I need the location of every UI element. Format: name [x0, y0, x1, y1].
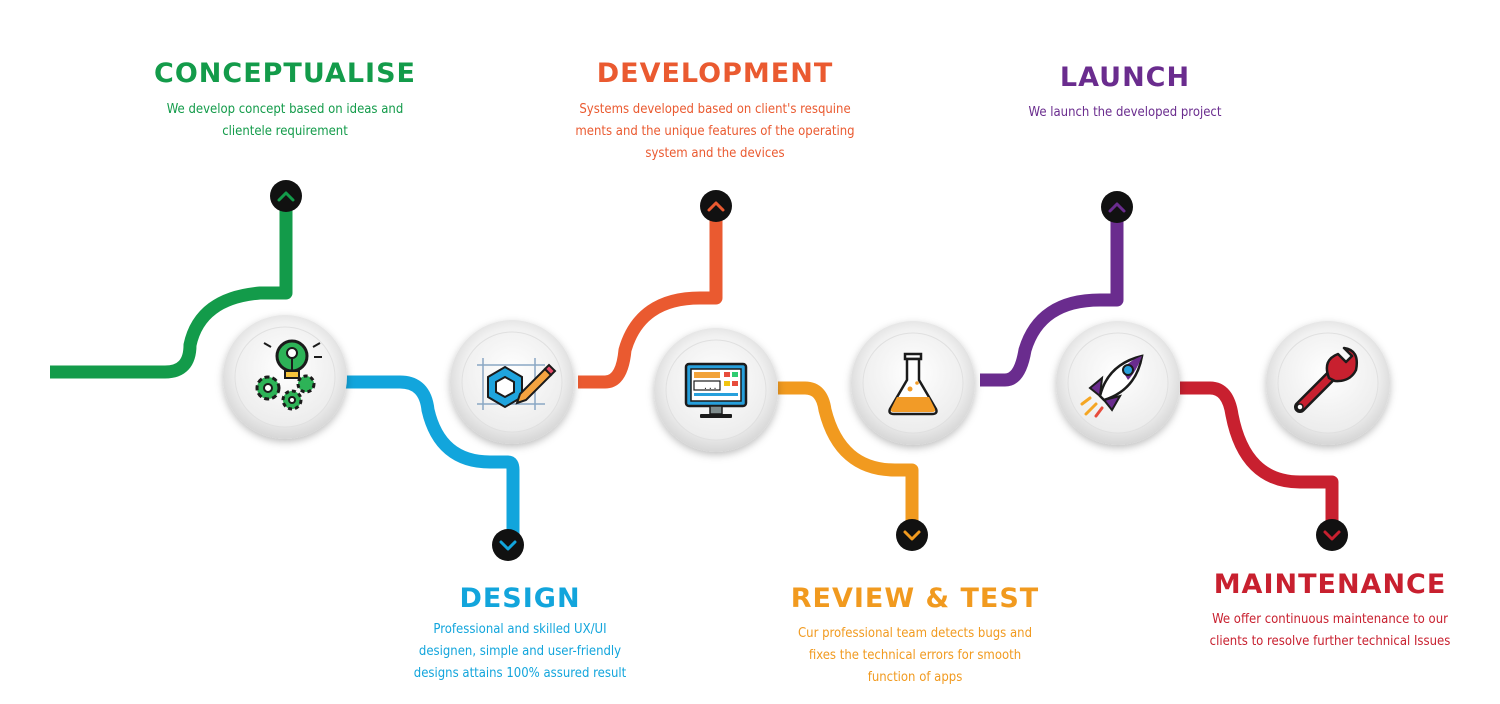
marker-design [492, 529, 524, 561]
step-title-review: REVIEW & TEST [790, 583, 1040, 614]
step-description-maintenance: We offer continuous maintenance to our c… [1209, 612, 1451, 649]
step-title-maintenance: MAINTENANCE [1213, 569, 1447, 600]
step-description-launch: We launch the developed project [1028, 105, 1222, 120]
step-title-development: DEVELOPMENT [596, 58, 834, 89]
connector-development [578, 206, 723, 389]
step-description-development: Systems developed based on client's resq… [575, 102, 855, 161]
rocket-icon [1080, 354, 1144, 418]
chevron-up-icon [1108, 202, 1126, 213]
chevron-down-icon [1323, 530, 1341, 541]
svg-text:...: ... [703, 382, 717, 391]
chevron-up-icon [707, 201, 725, 212]
connector-maintenance [1180, 381, 1339, 535]
connector-design [345, 375, 520, 545]
marker-conceptualise [270, 180, 302, 212]
design-pencil-icon [477, 358, 557, 410]
chevron-down-icon [903, 530, 921, 541]
chevron-up-icon [277, 191, 295, 202]
marker-maintenance [1316, 519, 1348, 551]
step-description-design: Professional and skilled UX/UI designen,… [413, 622, 627, 681]
wrench-icon [1294, 346, 1358, 413]
monitor-code-icon: ... [684, 362, 748, 418]
step-description-conceptualise: We develop concept based on ideas and cl… [166, 102, 404, 139]
lightbulb-gears-icon [255, 339, 322, 411]
step-title-launch: LAUNCH [1059, 62, 1191, 93]
step-description-review: Cur professional team detects bugs and f… [797, 626, 1032, 685]
step-title-conceptualise: CONCEPTUALISE [154, 58, 416, 89]
marker-development [700, 190, 732, 222]
connector-conceptualise [50, 196, 293, 379]
chevron-down-icon [499, 540, 517, 551]
marker-review [896, 519, 928, 551]
step-title-design: DESIGN [459, 583, 581, 614]
flask-icon [888, 352, 938, 416]
connector-launch [980, 207, 1124, 387]
connector-review [778, 381, 919, 535]
marker-launch [1101, 191, 1133, 223]
